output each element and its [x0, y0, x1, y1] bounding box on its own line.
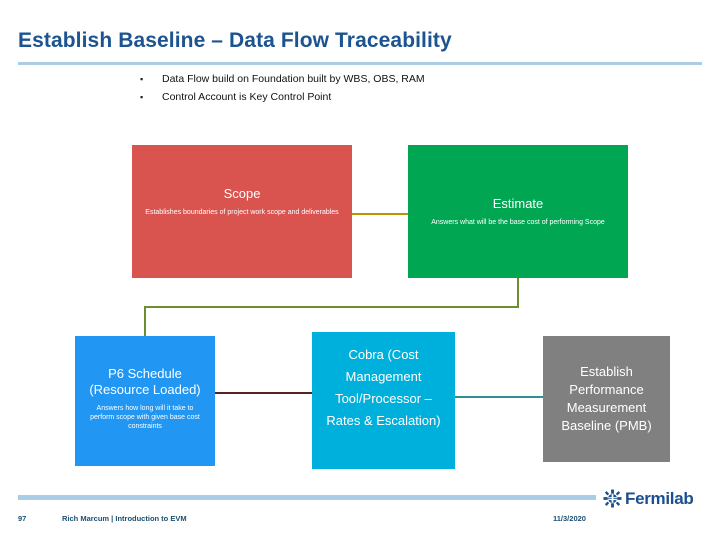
page-title: Establish Baseline – Data Flow Traceabil… — [18, 29, 452, 52]
node-pmb[interactable]: Establish Performance Measurement Baseli… — [543, 336, 670, 462]
connector-cobra-to-pmb — [455, 396, 543, 398]
connector-scope-to-estimate — [352, 213, 408, 215]
fermilab-brand: Fermilab — [603, 489, 694, 508]
title-divider — [18, 62, 702, 65]
node-pmb-title: Establish Performance Measurement Baseli… — [561, 364, 652, 433]
bullet-text: Data Flow build on Foundation built by W… — [162, 73, 425, 85]
node-scope-title: Scope — [223, 186, 261, 201]
list-item: ▪ Control Account is Key Control Point — [140, 90, 560, 105]
fermilab-wordmark: Fermilab — [625, 489, 694, 508]
fermilab-logo-icon — [603, 489, 622, 508]
bullet-list: ▪ Data Flow build on Foundation built by… — [140, 72, 560, 108]
footer-date: 11/3/2020 — [553, 514, 586, 523]
node-scope-description: Establishes boundaries of project work s… — [145, 209, 339, 216]
connector-p6-to-cobra — [215, 392, 312, 394]
node-p6-schedule-description: Answers how long will it take to perform… — [90, 405, 200, 430]
node-estimate[interactable]: Estimate Answers what will be the base c… — [408, 145, 628, 278]
node-scope[interactable]: Scope Establishes boundaries of project … — [132, 145, 352, 278]
bullet-icon: ▪ — [140, 74, 144, 84]
footer-credit: Rich Marcum | Introduction to EVM — [62, 514, 187, 523]
connector-estimate-down-segment — [517, 278, 519, 308]
bullet-icon: ▪ — [140, 92, 144, 102]
connector-estimate-to-p6-down — [144, 306, 146, 336]
node-p6-schedule[interactable]: P6 Schedule (Resource Loaded) Answers ho… — [75, 336, 215, 466]
node-estimate-description: Answers what will be the base cost of pe… — [431, 219, 605, 226]
footer-page-number: 97 — [18, 514, 27, 523]
node-cobra[interactable]: Cobra (Cost Management Tool/Processor – … — [312, 332, 455, 469]
footer-divider — [18, 495, 596, 500]
node-p6-schedule-title: P6 Schedule (Resource Loaded) — [89, 366, 201, 397]
bullet-text: Control Account is Key Control Point — [162, 91, 332, 103]
list-item: ▪ Data Flow build on Foundation built by… — [140, 72, 560, 87]
node-cobra-title: Cobra (Cost Management Tool/Processor – … — [326, 347, 441, 428]
connector-estimate-to-p6-horizontal — [144, 306, 519, 308]
node-estimate-title: Estimate — [492, 196, 544, 211]
